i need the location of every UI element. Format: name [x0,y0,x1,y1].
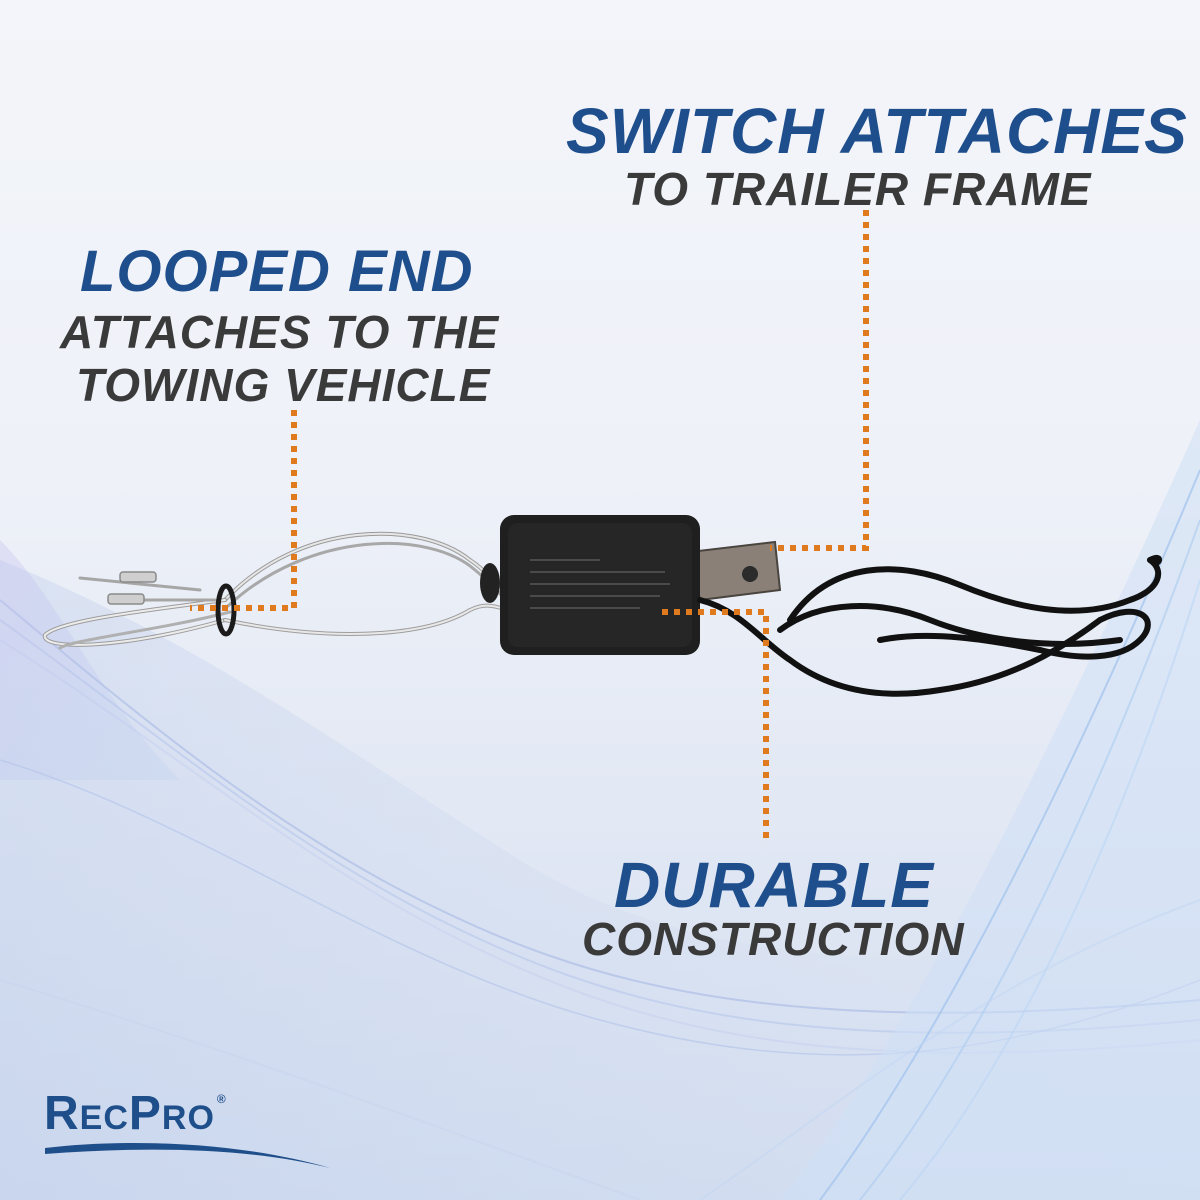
black-wire [697,554,1162,697]
leader-lines [190,210,869,838]
durable-line1: CONSTRUCTION [582,913,965,965]
leader-switch [770,210,869,551]
recpro-logo: RECPRO® [44,1086,227,1141]
looped-end-line1: ATTACHES TO THE [60,306,500,358]
looped-end-line2: TOWING VEHICLE [76,359,491,411]
grommet [480,563,500,603]
logo-letter-p: P [128,1087,162,1140]
ferrule-bottom [107,593,145,605]
mounting-bracket [688,540,782,602]
logo-letter-r: R [44,1087,80,1140]
leader-durable [660,609,769,838]
logo-swoosh-icon [45,1142,330,1168]
logo-letters-ro: RO [161,1099,215,1137]
logo-letters-ec: EC [79,1099,129,1137]
switch-headline: SWITCH ATTACHES [566,95,1188,167]
switch-label-lines [530,559,670,609]
ferrule-top [119,571,157,583]
cable-loop [42,531,524,650]
registered-mark: ® [216,1092,227,1106]
leader-looped [190,410,297,611]
switch-line1: TO TRAILER FRAME [624,163,1092,215]
durable-headline: DURABLE [614,849,934,921]
looped-end-headline: LOOPED END [80,239,474,304]
